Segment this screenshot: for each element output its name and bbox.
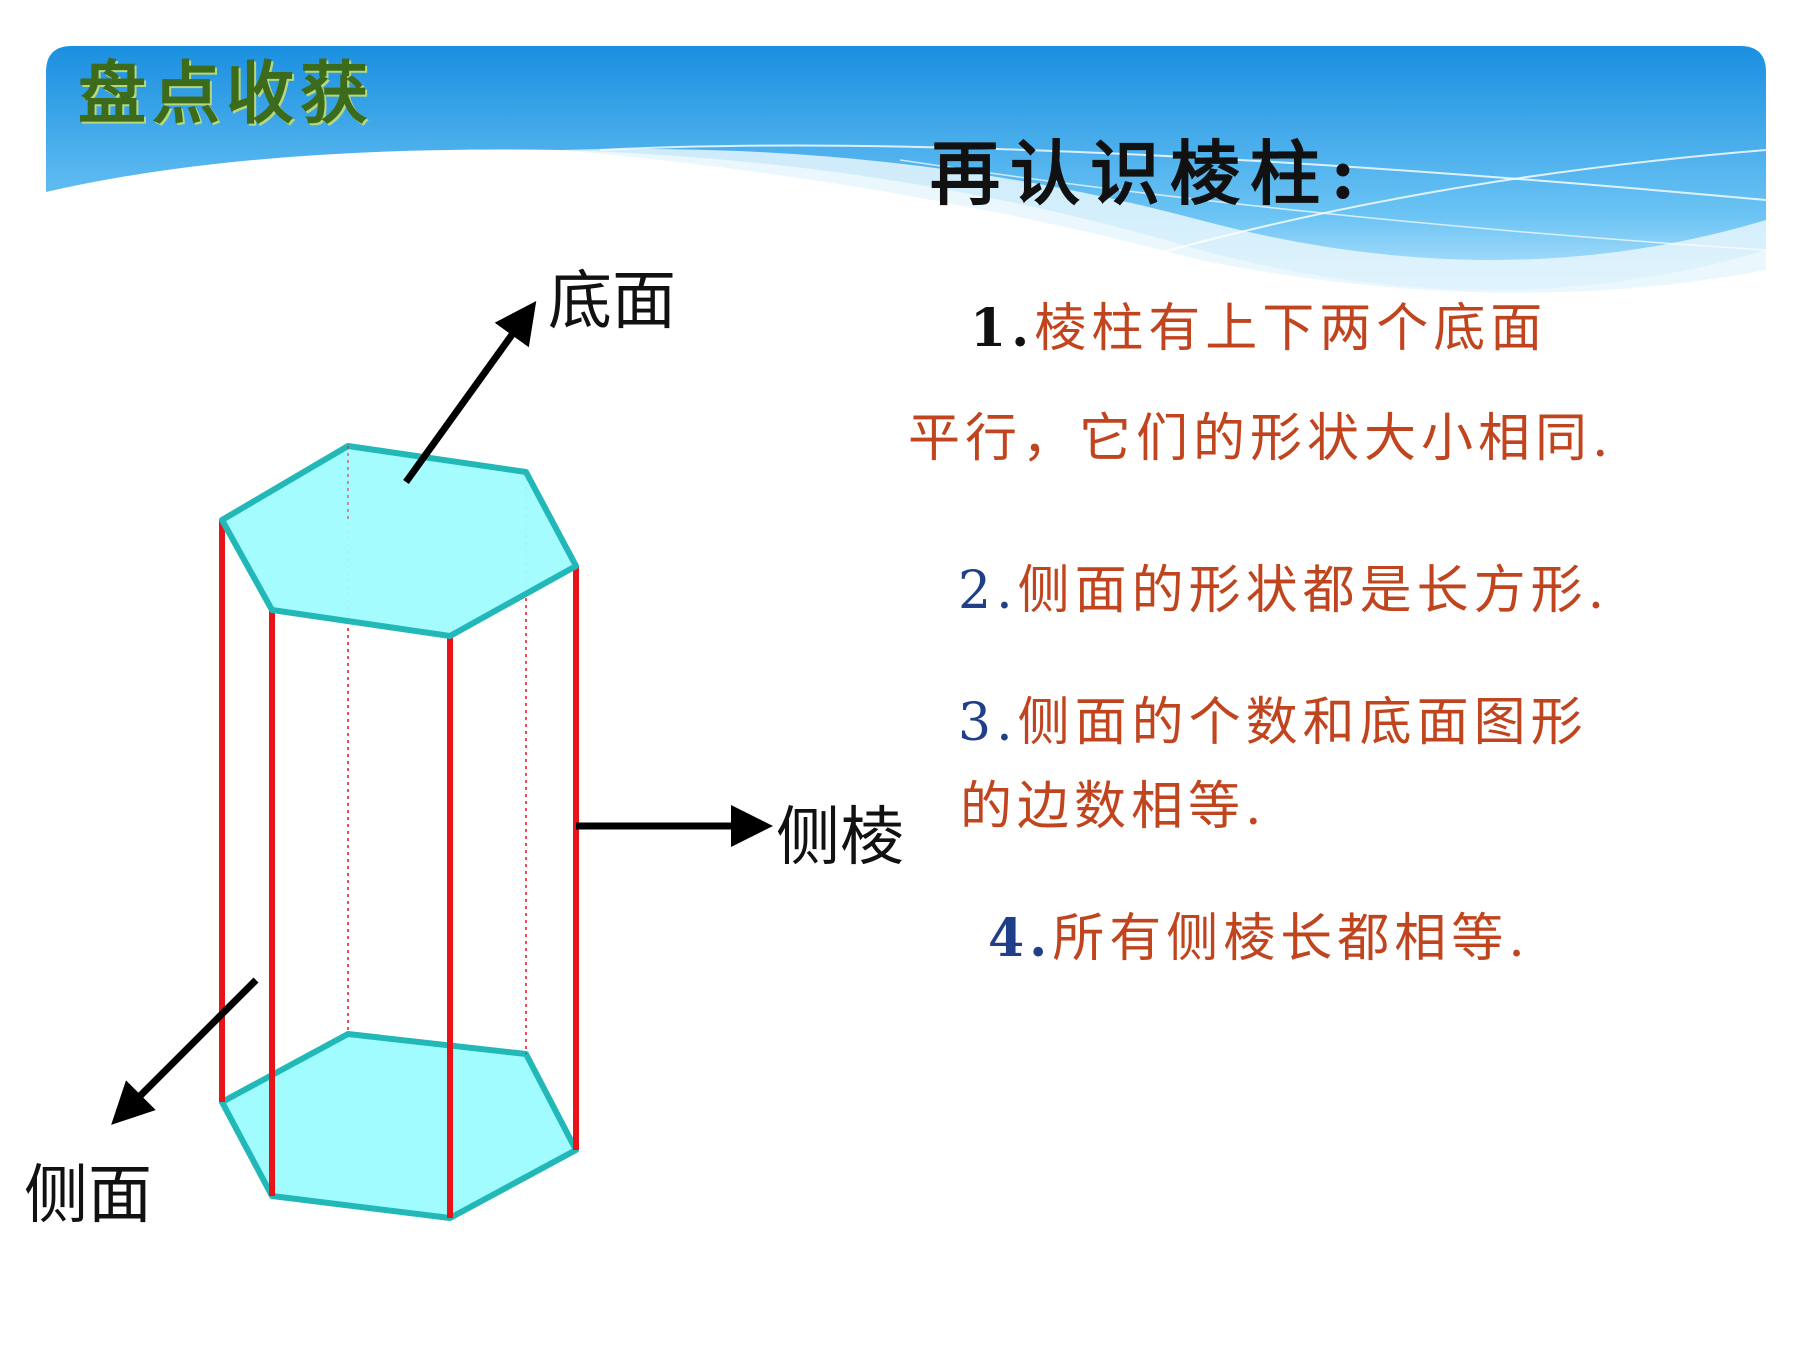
point-1-number: 1. [970, 298, 1035, 359]
point-3-line1: 3.侧面的个数和底面图形 [958, 680, 1588, 755]
header-title: 盘点收获 [78, 54, 375, 134]
slide-title: 再认识棱柱: [930, 132, 1366, 215]
point-3-line2: 的边数相等. [960, 777, 1267, 837]
point-1-line2: 平行，它们的形状大小相同. [908, 409, 1614, 469]
point-4-text: 所有侧棱长都相等. [1052, 909, 1530, 969]
point-2: 2.侧面的形状都是长方形. [958, 548, 1609, 623]
point-3-number: 3. [958, 693, 1018, 753]
top-base-face [219, 443, 579, 639]
point-1-text: 棱柱有上下两个底面 [1034, 299, 1548, 359]
point-3-text: 侧面的个数和底面图形 [1017, 693, 1588, 753]
point-2-text: 侧面的形状都是长方形. [1017, 561, 1610, 621]
arrow-base [403, 300, 537, 485]
point-4: 4.所有侧棱长都相等. [988, 896, 1530, 971]
arrow-lateral-face [111, 977, 259, 1125]
point-4-number: 4. [988, 908, 1053, 969]
point-2-number: 2. [958, 561, 1018, 621]
label-base: 底面 [548, 265, 676, 339]
label-lateral-edge: 侧棱 [776, 801, 904, 875]
header-banner [46, 46, 1767, 293]
point-1-line1: 1.棱柱有上下两个底面 [970, 286, 1547, 361]
bottom-base-face [219, 1031, 579, 1221]
label-lateral-face: 侧面 [24, 1159, 152, 1233]
